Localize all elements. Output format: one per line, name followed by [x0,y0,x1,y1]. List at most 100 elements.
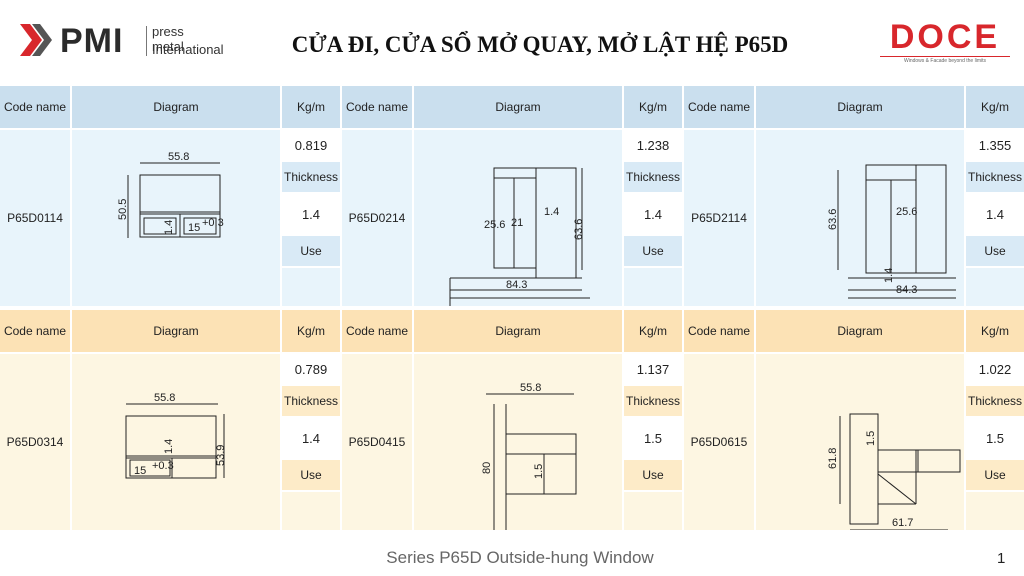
profile-section-drawing: 25.6 21 1.4 63.6 84.3 [449,167,590,306]
page-number: 1 [997,550,1006,567]
dimension-label: 1.4 [163,439,175,454]
use-label: Use [282,236,340,266]
profile-code: P65D2114 [684,130,754,306]
dimension-label: 15 [188,222,200,234]
header-code-name: Code name [342,86,412,128]
doce-logo: DOCE Windows & Facade beyond the limits [880,18,1010,66]
dimension-label: 1.5 [533,464,545,479]
thickness-value: 1.4 [966,194,1024,234]
thickness-label: Thickness [966,386,1024,416]
use-label: Use [624,460,682,490]
thickness-value: 1.5 [966,418,1024,458]
profile-section-drawing: 55.8 80 1.5 [481,382,577,530]
profile-diagram: 61.8 1.5 61.7 [756,354,964,530]
profile-diagram: 55.8 50.5 1.4 15+0.3 [72,130,280,306]
pmi-brand: PMI [60,22,124,60]
dimension-label: 21 [511,217,523,229]
thickness-value: 1.4 [624,194,682,234]
dimension-label: 55.8 [154,392,175,404]
profile-section-drawing: 61.8 1.5 61.7 [827,413,961,530]
profile-diagram: 55.8 80 1.5 [414,354,622,530]
profile-code: P65D0214 [342,130,412,306]
doce-tagline: Windows & Facade beyond the limits [904,58,986,64]
thickness-label: Thickness [624,162,682,192]
thickness-label: Thickness [966,162,1024,192]
kgm-value: 0.819 [282,130,340,160]
page-header: PMI press metal International CỬA ĐI, CỬ… [0,0,1024,86]
dimension-label: 1.4 [883,268,895,283]
dimension-label: 63.6 [573,219,585,240]
thickness-value: 1.4 [282,194,340,234]
profile-code: P65D0415 [342,354,412,530]
dimension-label: +0.3 [152,460,174,472]
kgm-value: 1.355 [966,130,1024,160]
use-value [624,268,682,306]
thickness-label: Thickness [624,386,682,416]
pmi-line2: International [152,42,224,57]
dimension-label: 55.8 [520,382,541,394]
dimension-label: 50.5 [117,199,129,220]
header-code-name: Code name [0,310,70,352]
header-diagram: Diagram [414,310,622,352]
header-code-name: Code name [342,310,412,352]
header-kgm: Kg/m [282,86,340,128]
use-value [282,268,340,306]
dimension-label: 1.5 [865,431,877,446]
dimension-label: 61.7 [892,517,913,529]
dimension-label: +0.3 [202,217,224,229]
doce-brand: DOCE [889,18,1001,56]
profile-section-drawing: 55.8 1.4 53.9 15 +0.3 [125,392,227,479]
use-label: Use [966,460,1024,490]
use-value [624,492,682,530]
header-kgm: Kg/m [624,86,682,128]
thickness-value: 1.4 [282,418,340,458]
pmi-logo: PMI press metal International [20,20,224,64]
dimension-label: 53.9 [215,445,227,466]
kgm-value: 0.789 [282,354,340,384]
dimension-label: 55.8 [168,151,189,163]
doce-underline [880,56,1010,57]
pmi-separator [146,26,147,56]
dimension-label: 1.4 [544,206,559,218]
header-diagram: Diagram [756,86,964,128]
profile-code: P65D0615 [684,354,754,530]
footer-series: Series P65D Outside-hung Window [386,548,654,567]
header-kgm: Kg/m [624,310,682,352]
profile-code: P65D0314 [0,354,70,530]
dimension-label: 15 [134,465,146,477]
kgm-value: 1.022 [966,354,1024,384]
header-diagram: Diagram [72,86,280,128]
header-code-name: Code name [684,310,754,352]
profile-code: P65D0114 [0,130,70,306]
dimension-label: 61.8 [827,448,839,469]
header-diagram: Diagram [414,86,622,128]
pmi-arrow-icon [20,24,52,56]
use-value [966,268,1024,306]
dimension-label: 25.6 [484,219,505,231]
thickness-label: Thickness [282,162,340,192]
use-label: Use [966,236,1024,266]
header-kgm: Kg/m [966,310,1024,352]
header-code-name: Code name [684,86,754,128]
dimension-label: 84.3 [896,284,917,296]
pmi-line1: press metal [152,24,184,54]
page-title: CỬA ĐI, CỬA SỔ MỞ QUAY, MỞ LẬT HỆ P65D [291,32,789,57]
kgm-value: 1.137 [624,354,682,384]
kgm-value: 1.238 [624,130,682,160]
dimension-label: 80 [481,462,493,474]
header-kgm: Kg/m [282,310,340,352]
dimension-label: 84.3 [506,279,527,291]
thickness-label: Thickness [282,386,340,416]
dimension-label: 63.6 [827,209,839,230]
use-label: Use [624,236,682,266]
header-code-name: Code name [0,86,70,128]
use-value [966,492,1024,530]
header-kgm: Kg/m [966,86,1024,128]
dimension-label: 1.4 [163,220,175,235]
profile-section-drawing: 63.6 25.6 1.484.3 [827,164,956,299]
dimension-label: 25.6 [896,206,917,218]
profile-diagram: 55.8 1.4 53.9 15 +0.3 [72,354,280,530]
use-value [282,492,340,530]
profile-section-drawing: 55.8 50.5 1.4 15+0.3 [117,151,224,238]
